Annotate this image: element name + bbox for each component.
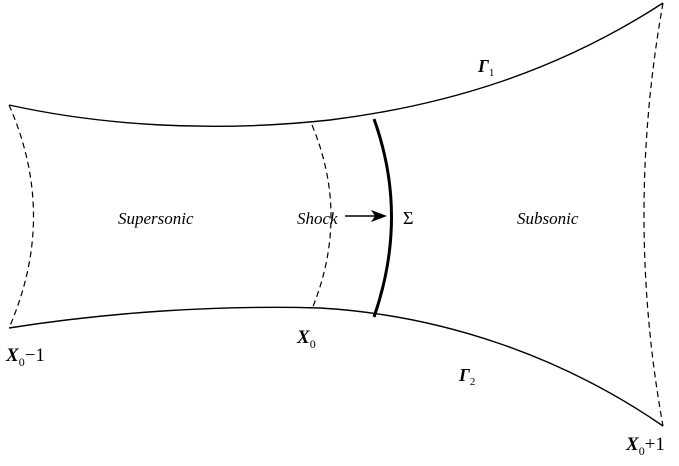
label-gamma1: Γ1 <box>477 56 494 79</box>
label-subsonic: Subsonic <box>517 209 579 228</box>
shock-front-sigma <box>372 118 393 318</box>
label-x0: X0 <box>296 327 316 351</box>
label-x0-minus-1: X0−1 <box>5 345 45 369</box>
label-gamma2: Γ2 <box>458 365 475 388</box>
left-cross-section <box>8 104 35 329</box>
right-cross-section <box>643 2 664 427</box>
label-shock: Shock <box>297 209 338 228</box>
label-x0-plus-1: X0+1 <box>625 434 665 458</box>
label-supersonic: Supersonic <box>118 209 194 228</box>
shock-arrow-head <box>371 210 387 222</box>
label-sigma: Σ <box>403 208 413 228</box>
lower-wall-gamma2 <box>8 306 664 427</box>
upper-wall-gamma1 <box>8 2 664 128</box>
middle-cross-section <box>311 124 332 310</box>
